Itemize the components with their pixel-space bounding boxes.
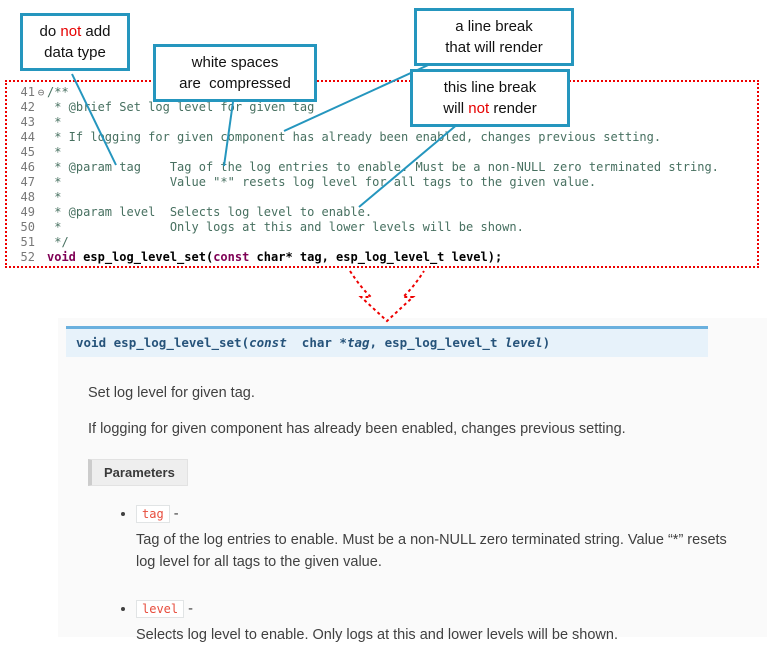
line-number: 41 [20,85,35,99]
callout-whitespace-compressed: white spaces are compressed [153,44,317,102]
line-number: 48 [20,190,35,204]
code-line: 51 */ [13,235,757,250]
callout-line: data type [44,44,106,61]
code-text: * If logging for given component has alr… [47,130,662,144]
code-line: 46 * @param tag Tag of the log entries t… [13,160,757,175]
code-text: * @brief Set log level for given tag [47,100,315,114]
callout-no-datatype: do not add data type [20,13,130,71]
param-separator: - [169,506,179,522]
param-item: tag - Tag of the log entries to enable. M… [136,505,767,573]
line-number: 44 [20,130,35,144]
code-text: * @param tag Tag of the log entries to e… [47,160,719,174]
fold-marker-icon: ⊖ [37,86,45,99]
line-number: 50 [20,220,35,234]
code-editor-snippet: 41⊖/**42 * @brief Set log level for give… [5,80,759,268]
code-text: * @param level Selects log level to enab… [47,205,373,219]
parameters-label: Parameters [88,459,188,486]
line-number: 47 [20,175,35,189]
callout-line: this line break [443,79,537,96]
code-text: * [47,115,62,129]
code-line: 52 void esp_log_level_set(const char* tag… [13,250,757,265]
code-text: */ [47,235,69,249]
line-number: 51 [20,235,35,249]
code-line: 44 * If logging for given component has … [13,130,757,145]
brief-description: Set log level for given tag. [88,385,255,401]
callout-line: will not render [443,100,537,117]
code-text: * Value "*" resets log level for all tag… [47,175,597,189]
code-line: 49 * @param level Selects log level to e… [13,205,757,220]
code-line: 48 * [13,190,757,205]
param-separator: - [184,601,193,617]
callout-linebreak-not-render: this line break will not render [410,69,570,127]
rendered-documentation: void esp_log_level_set(const char *tag, … [58,318,767,643]
param-list: tag - Tag of the log entries to enable. M… [58,505,767,646]
code-line: 47 * Value "*" resets log level for all … [13,175,757,190]
callout-linebreak-renders: a line break that will render [414,8,574,66]
code-text: /** [47,85,69,99]
param-description: Selects log level to enable. Only logs a… [136,627,618,643]
function-signature: void esp_log_level_set(const char *tag, … [66,326,708,357]
line-number: 43 [20,115,35,129]
line-number: 49 [20,205,35,219]
callout-line: are compressed [179,75,291,92]
code-line: 45 * [13,145,757,160]
param-description: Tag of the log entries to enable. Must b… [136,532,727,570]
callout-line: a line break [455,18,533,35]
param-name-chip: tag [136,505,170,523]
code-line: 50 * Only logs at this and lower levels … [13,220,757,235]
code-line: 41⊖/** [13,85,757,100]
code-text: * [47,190,62,204]
code-line: 43 * [13,115,757,130]
code-text: * [47,145,62,159]
code-text: void esp_log_level_set(const char* tag, … [47,250,503,264]
param-item: level - Selects log level to enable. Only… [136,600,767,646]
line-number: 45 [20,145,35,159]
param-name-chip: level [136,600,185,618]
flow-down-arrow [349,270,425,323]
detail-description: If logging for given component has alrea… [88,421,626,437]
code-line: 42 * @brief Set log level for given tag [13,100,757,115]
callout-line: that will render [445,39,543,56]
line-number: 46 [20,160,35,174]
callout-line: do not add [39,23,111,40]
line-number: 42 [20,100,35,114]
code-lines: 41⊖/**42 * @brief Set log level for give… [13,85,757,265]
code-text: * Only logs at this and lower levels wil… [47,220,524,234]
line-number: 52 [20,250,35,264]
callout-line: white spaces [191,54,279,71]
